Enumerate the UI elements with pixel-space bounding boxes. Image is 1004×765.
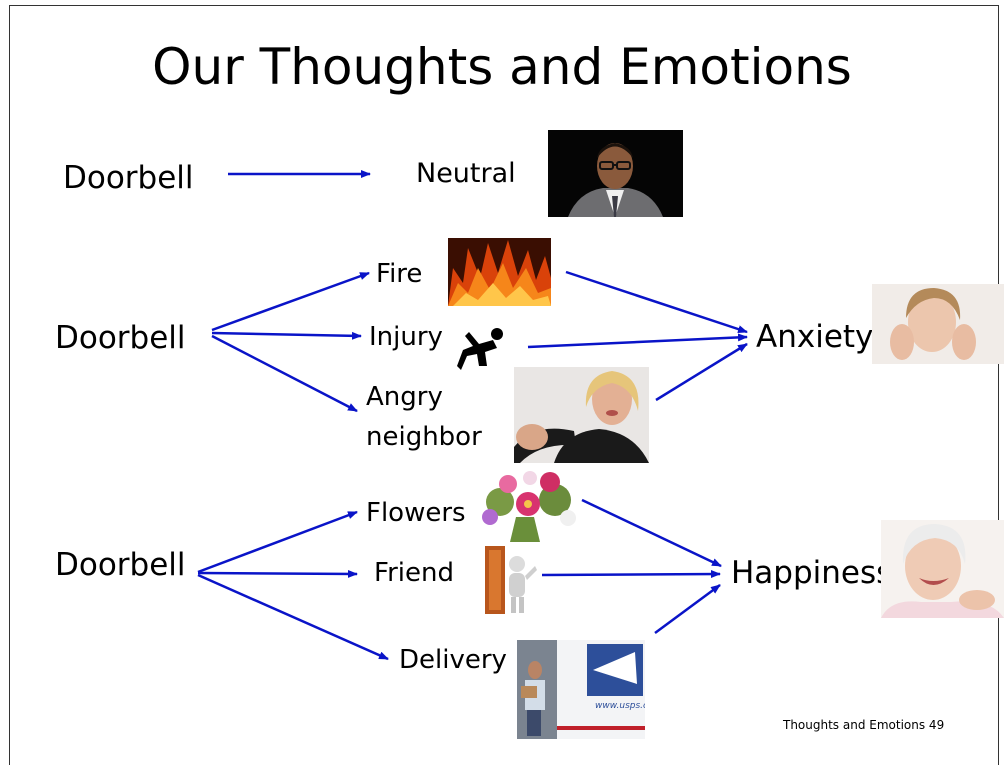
arrow-doorbell-friend	[197, 569, 358, 578]
arrow-flowers-happiness	[581, 498, 722, 568]
emotion-anxiety: Anxiety	[756, 319, 874, 355]
slide-title: Our Thoughts and Emotions	[152, 38, 852, 96]
flowers-photo	[470, 462, 585, 542]
friend-at-door-icon	[481, 542, 539, 617]
happy-woman-photo	[881, 520, 1004, 618]
anxious-woman-photo	[872, 284, 1004, 364]
emotion-happiness: Happiness	[731, 555, 893, 591]
thought-flowers: Flowers	[366, 498, 466, 528]
thought-neutral: Neutral	[416, 158, 516, 189]
usps-truck-photo: www.usps.com	[517, 640, 645, 739]
trigger-doorbell-3: Doorbell	[55, 547, 186, 583]
thought-injury: Injury	[369, 322, 443, 352]
thought-friend: Friend	[374, 558, 454, 588]
thought-fire: Fire	[376, 259, 423, 289]
arrow-doorbell-injury	[211, 331, 362, 340]
arrow-doorbell-flowers	[197, 510, 358, 574]
falling-person-icon	[457, 326, 507, 372]
thought-neighbor: neighbor	[366, 422, 482, 452]
slide-footer: Thoughts and Emotions 49	[783, 718, 945, 732]
arrow-doorbell-delivery	[197, 573, 389, 661]
man-glasses-photo	[548, 130, 683, 217]
usps-url: www.usps.com	[595, 701, 645, 711]
arrow-angry-anxiety	[655, 342, 748, 402]
arrow-injury-anxiety	[527, 333, 748, 349]
trigger-doorbell-1: Doorbell	[63, 160, 194, 196]
slide-frame	[9, 5, 999, 765]
arrow-delivery-happiness	[654, 583, 721, 635]
arrow-doorbell-angry	[211, 334, 358, 413]
arrow-fire-anxiety	[565, 270, 748, 334]
arrow-doorbell-fire	[211, 271, 370, 332]
fire-photo	[448, 238, 551, 306]
trigger-doorbell-2: Doorbell	[55, 320, 186, 356]
arrow-friend-happiness	[541, 570, 721, 579]
thought-angry: Angry	[366, 382, 443, 412]
thought-delivery: Delivery	[399, 645, 507, 675]
angry-neighbor-photo	[514, 367, 649, 463]
